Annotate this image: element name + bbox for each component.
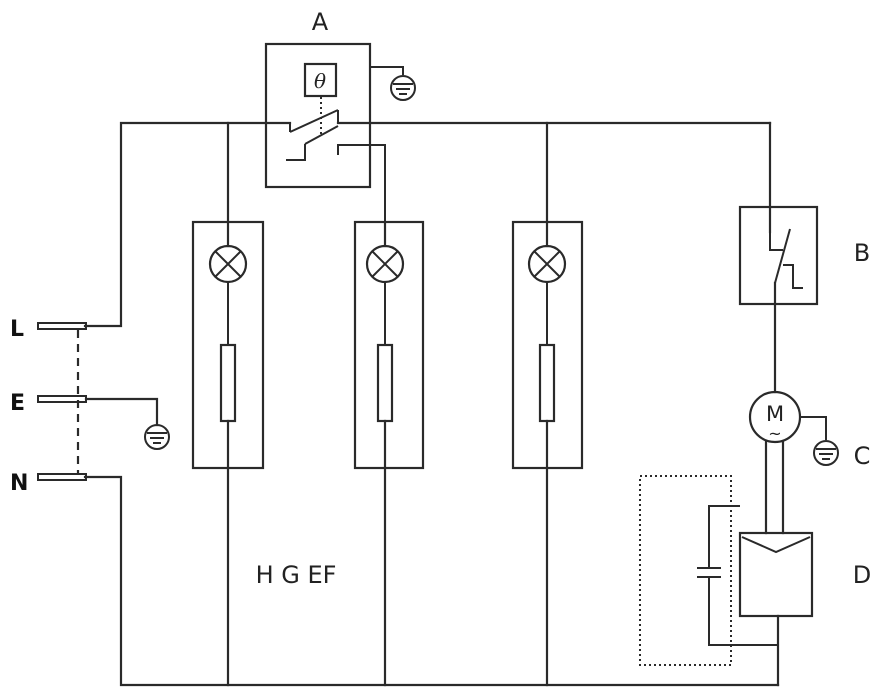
capacitor-enclosure — [639, 475, 732, 666]
heater-element — [376, 343, 394, 423]
ground-icon-c — [813, 440, 839, 466]
compressor-d: D — [639, 440, 871, 687]
temperature-sensor-icon — [303, 62, 338, 98]
bottom-bus-wire — [83, 475, 780, 687]
heater-element — [538, 343, 556, 423]
heater-element — [219, 343, 237, 423]
terminal-label-earth: E — [10, 391, 25, 416]
plug-terminals: L E N — [10, 317, 87, 496]
lamp-branch-3 — [511, 121, 584, 687]
motor-m: M ~ C — [748, 390, 871, 470]
terminal-label-live: L — [10, 317, 24, 342]
protector-switch-b: B — [738, 121, 870, 394]
label-c: C — [854, 442, 871, 470]
theta-symbol: θ — [314, 69, 326, 93]
label-b: B — [854, 239, 870, 267]
terminal-label-neutral: N — [10, 471, 28, 496]
ac-symbol: ~ — [768, 424, 781, 443]
top-bus-wire — [83, 121, 772, 328]
neutral-terminal-pin — [37, 473, 87, 481]
label-a: A — [312, 8, 329, 36]
ground-icon-a — [390, 75, 416, 101]
motor-symbol: M — [766, 402, 784, 426]
label-d: D — [853, 561, 871, 589]
lamp-branch-2 — [353, 220, 425, 687]
thermostat-switch-a: θ A — [264, 8, 416, 224]
label-lamps: H G EF — [256, 561, 337, 589]
live-terminal-pin — [37, 322, 87, 330]
earth-ground-symbol — [84, 397, 170, 450]
lamp-branch-1 — [191, 121, 265, 687]
